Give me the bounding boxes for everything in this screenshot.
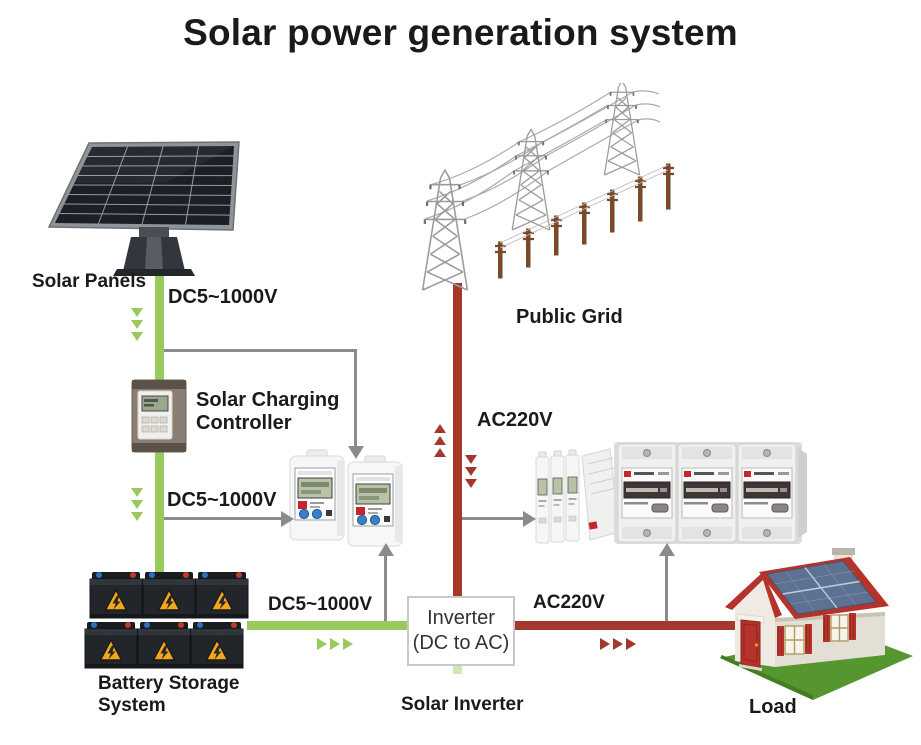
controller-lcd [141,395,169,412]
dc-flow-arrow [131,500,143,509]
dc-flow-arrow [317,638,327,650]
solar-panels-label: Solar Panels [32,271,147,292]
battery-label: Battery Storage System [98,673,240,716]
tilted-module [581,448,620,541]
dc-wire-stub [453,664,462,674]
signal-arrowhead-to-meter-pair [348,446,364,459]
inverter-node: Inverter (DC to AC) [407,596,515,666]
ac-label-load: AC220V [533,592,605,613]
power-grid-image [421,83,674,291]
ac-flow-arrow [465,455,477,464]
ac-flow-arrow [434,436,446,445]
signal-arrowhead-inverter-meter [378,543,394,556]
diagram-title: Solar power generation system [183,12,738,53]
dc-flow-arrow [131,488,143,497]
gable-trim [725,572,782,618]
dc-flow-arrow [131,332,143,341]
dc-flow-arrow [330,638,340,650]
signal-arrowhead-ac-meter [523,511,536,527]
solar-inverter-label: Solar Inverter [401,694,524,715]
dc-flow-arrow [131,320,143,329]
ac-flow-arrow [434,424,446,433]
dc-flow-arrow [131,308,143,317]
house-window-2 [823,613,856,642]
ac-flow-arrow [613,638,623,650]
battery-bank-image [84,571,249,669]
dc-flow-arrow [343,638,353,650]
inverter-node-line2: (DC to AC) [412,632,510,654]
ac-wire-inverter-to-load [513,621,743,630]
dc-label-panel: DC5~1000V [168,286,278,308]
ac-wire-grid-to-inverter [453,283,462,597]
ac-flow-arrow [626,638,636,650]
ac-label-grid: AC220V [477,409,553,431]
ac-flow-arrow [465,467,477,476]
din-meter-pair-image [289,449,403,547]
signal-wire-ac-to-meter [461,517,525,520]
signal-wire-dc-to-meter [160,517,283,520]
ac-flow-arrow [600,638,610,650]
utility-poles [495,163,674,279]
pole-wires [499,164,669,249]
panel-mount [113,227,195,276]
dc-wire-battery-to-inverter [247,621,408,630]
signal-arrowhead-load-meter [659,543,675,556]
signal-wire-inverter-to-meter [384,550,387,624]
signal-wire-controller-to-meter-h [160,349,357,352]
house-door [736,613,765,671]
house-image [720,548,913,700]
three-phase-meter-image [614,442,807,544]
dc-flow-arrow [131,512,143,521]
dc-label-inverter: DC5~1000V [268,594,373,615]
load-label: Load [749,696,797,718]
signal-wire-controller-to-meter-v [354,349,357,448]
signal-wire-load-to-meter [665,550,668,624]
solar-panel-image [47,141,240,276]
controller-label: Solar Charging Controller [196,389,340,434]
charge-controller-image [131,379,187,453]
ac-flow-arrow [465,479,477,488]
ac-flow-arrow [434,448,446,457]
dc-label-battery: DC5~1000V [167,489,277,511]
signal-arrowhead-dc-meter [281,511,294,527]
public-grid-label: Public Grid [516,306,623,328]
din-meter-trio-image [535,448,620,544]
house-window-1 [777,624,812,656]
inverter-node-line1: Inverter [427,607,495,629]
